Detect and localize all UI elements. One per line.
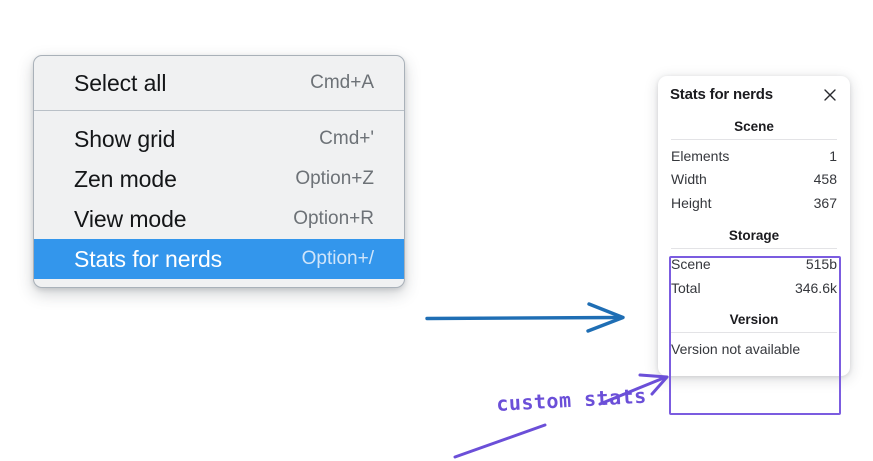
menu-item-label: Zen mode xyxy=(74,165,177,192)
section-storage: Storage Scene 515b Total 346.6k xyxy=(670,225,838,301)
stat-row-elements: Elements 1 xyxy=(670,144,838,168)
menu-item-label: View mode xyxy=(74,205,187,232)
section-heading-storage: Storage xyxy=(728,227,780,243)
stat-key: Elements xyxy=(671,147,730,164)
stat-key: Width xyxy=(671,171,707,188)
menu-item-label: Show grid xyxy=(74,125,176,152)
menu-item-zen-mode[interactable]: Zen mode Option+Z xyxy=(34,159,404,199)
menu-group-bottom: Show grid Cmd+' Zen mode Option+Z View m… xyxy=(34,111,404,279)
stat-key: Scene xyxy=(671,256,711,273)
menu-group-top: Select all Cmd+A xyxy=(34,63,404,110)
section-divider xyxy=(671,139,837,140)
section-heading-scene: Scene xyxy=(734,119,774,134)
menu-item-stats-for-nerds[interactable]: Stats for nerds Option+/ xyxy=(34,239,404,279)
stat-row-total-storage: Total 346.6k xyxy=(670,277,838,301)
stat-row-height: Height 367 xyxy=(670,192,838,216)
menu-item-shortcut: Option+/ xyxy=(301,248,374,269)
handwritten-annotation-label: custom stats xyxy=(495,383,648,416)
close-icon[interactable] xyxy=(822,87,838,103)
stat-key: Total xyxy=(671,280,701,297)
version-value: Version not available xyxy=(671,341,801,358)
menu-item-shortcut: Cmd+A xyxy=(310,72,374,93)
menu-separator xyxy=(34,110,404,111)
panel-title: Stats for nerds xyxy=(670,86,773,103)
purple-underline-stroke xyxy=(453,423,547,459)
section-version: Version Version not available xyxy=(670,309,838,362)
menu-item-select-all[interactable]: Select all Cmd+A xyxy=(34,63,404,103)
stat-row-scene-storage: Scene 515b xyxy=(670,253,838,277)
blue-arrow-icon xyxy=(425,302,625,333)
stat-value: 458 xyxy=(813,171,837,188)
panel-header: Stats for nerds xyxy=(670,86,838,103)
stat-value: 1 xyxy=(829,147,837,164)
menu-item-shortcut: Option+Z xyxy=(295,168,374,189)
stat-key: Height xyxy=(671,195,712,212)
section-heading-version: Version xyxy=(729,312,779,328)
section-divider xyxy=(671,247,837,249)
context-menu[interactable]: Select all Cmd+A Show grid Cmd+' Zen mod… xyxy=(33,55,405,288)
menu-item-label: Stats for nerds xyxy=(74,245,223,272)
menu-item-shortcut: Cmd+' xyxy=(319,128,374,149)
section-divider xyxy=(671,332,837,334)
menu-item-label: Select all xyxy=(74,69,167,96)
section-scene: Scene Elements 1 Width 458 Height 367 xyxy=(670,116,838,216)
stats-for-nerds-panel: Stats for nerds Scene Elements 1 Width 4… xyxy=(658,76,850,377)
stat-value: 367 xyxy=(813,195,837,212)
stat-value: 515b xyxy=(805,256,837,273)
stat-value: 346.6k xyxy=(794,280,837,297)
menu-item-view-mode[interactable]: View mode Option+R xyxy=(34,199,404,239)
stat-row-width: Width 458 xyxy=(670,168,838,192)
menu-item-shortcut: Option+R xyxy=(293,208,374,229)
menu-item-show-grid[interactable]: Show grid Cmd+' xyxy=(34,119,404,159)
